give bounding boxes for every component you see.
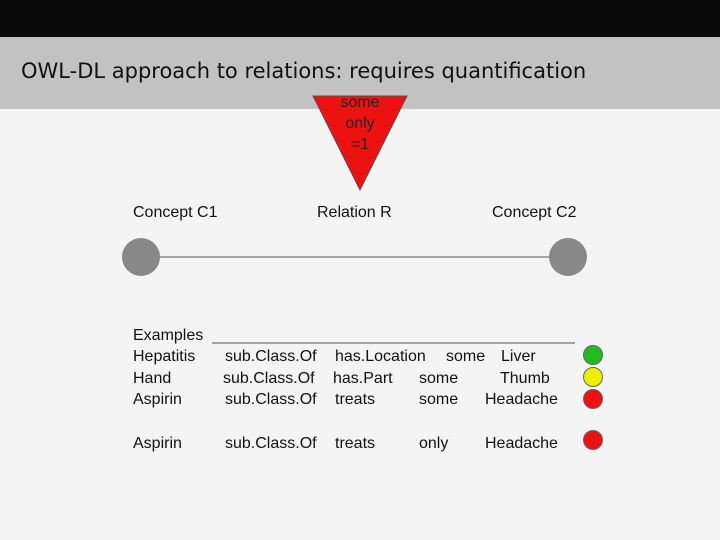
status-dot [583, 367, 603, 387]
status-dot [583, 430, 603, 450]
status-dot [583, 345, 603, 365]
top-bar [0, 0, 720, 37]
quantifier-triangle [312, 95, 408, 192]
row-relation: sub.Class.Of [225, 391, 317, 408]
slide-title: OWL-DL approach to relations: requires q… [21, 59, 587, 83]
row-object: Thumb [500, 370, 550, 387]
row-property: treats [335, 435, 376, 452]
row-property: has.Part [333, 370, 393, 387]
quantifier-exactly-one: =1 [350, 136, 370, 153]
row-quantifier: some [419, 391, 459, 408]
row-subject: Aspirin [133, 391, 182, 408]
examples-heading: Examples [133, 327, 204, 344]
row-object: Liver [501, 348, 536, 365]
concept-c1-node [122, 238, 160, 276]
quantifier-some: some [340, 94, 380, 111]
row-property: has.Location [335, 348, 426, 365]
quantifier-only: only [345, 115, 375, 132]
row-object: Headache [485, 391, 558, 408]
concept-c1-label: Concept C1 [133, 204, 218, 221]
row-quantifier: only [419, 435, 449, 452]
relation-r-label: Relation R [317, 204, 392, 221]
row-relation: sub.Class.Of [223, 370, 315, 387]
row-relation: sub.Class.Of [225, 348, 317, 365]
row-subject: Hand [133, 370, 172, 387]
row-quantifier: some [419, 370, 459, 387]
status-dot [583, 389, 603, 409]
row-subject: Aspirin [133, 435, 182, 452]
concept-c2-node [549, 238, 587, 276]
row-object: Headache [485, 435, 558, 452]
row-property: treats [335, 391, 376, 408]
row-relation: sub.Class.Of [225, 435, 317, 452]
row-subject: Hepatitis [133, 348, 196, 365]
concept-c2-label: Concept C2 [492, 204, 577, 221]
row-quantifier: some [446, 348, 486, 365]
